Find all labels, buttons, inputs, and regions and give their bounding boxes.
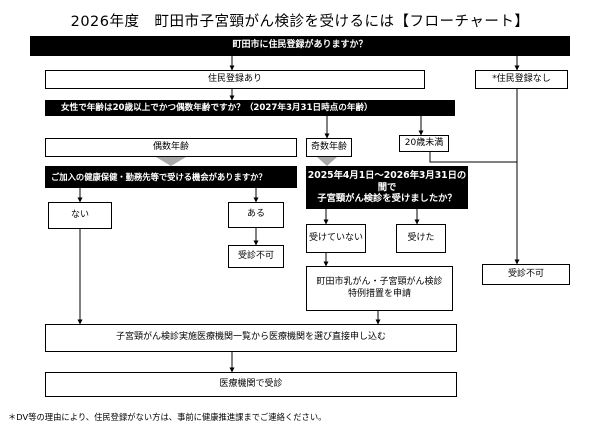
screened-question-line1: 2025年4月1日～2026年3月31日の間で (307, 170, 467, 193)
visit-clinic-box: 医療機関で受診 (45, 372, 457, 397)
under-20-box: 20歳未満 (399, 135, 449, 152)
odd-age-box: 奇数年齢 (306, 138, 352, 157)
ineligible-box-middle: 受診不可 (228, 245, 284, 268)
special-measure-line2: 特例措置を申請 (347, 288, 411, 299)
special-measure-line1: 町田市乳がん・子宮頸がん検診 (316, 277, 443, 288)
even-age-box: 偶数年齢 (45, 138, 297, 157)
ineligible-box-right: 受診不可 (482, 264, 570, 285)
pointer-even-age (156, 157, 186, 166)
footnote: ＊DV等の理由により、住民登録がない方は、事前に健康推進課までご連絡ください。 (8, 412, 327, 422)
pointer-odd-age (317, 157, 337, 166)
insurance-question-box: ご加入の健康保健・勤務先等で受ける機会がありますか？ (45, 166, 297, 188)
has-opportunity-box: ある (228, 202, 284, 228)
not-screened-box: 受けていない (306, 224, 366, 253)
apply-direct-box: 子宮頸がん検診実施医療機関一覧から医療機関を選び直接申し込む (45, 324, 457, 352)
page-title: 2026年度 町田市子宮頸がん検診を受けるには【フローチャート】 (70, 14, 530, 30)
screened-box: 受けた (396, 224, 446, 253)
resident-no-box: *住民登録なし (475, 70, 568, 89)
resident-yes-box: 住民登録あり (45, 70, 425, 89)
no-opportunity-box: ない (48, 202, 112, 229)
age-question-box: 女性で年齢は20歳以上でかつ偶数年齢ですか？（2027年3月31日時点の年齢） (45, 100, 455, 116)
arrow-under-20-to-ineligible (429, 152, 517, 163)
screened-question-line2: 子宮頸がん検診を受けましたか？ (317, 193, 457, 205)
screened-question-box: 2025年4月1日～2026年3月31日の間で 子宮頸がん検診を受けましたか？ (306, 166, 468, 209)
special-measure-box: 町田市乳がん・子宮頸がん検診 特例措置を申請 (306, 266, 453, 311)
resident-question-box: 町田市に住民登録がありますか？ (30, 36, 570, 56)
